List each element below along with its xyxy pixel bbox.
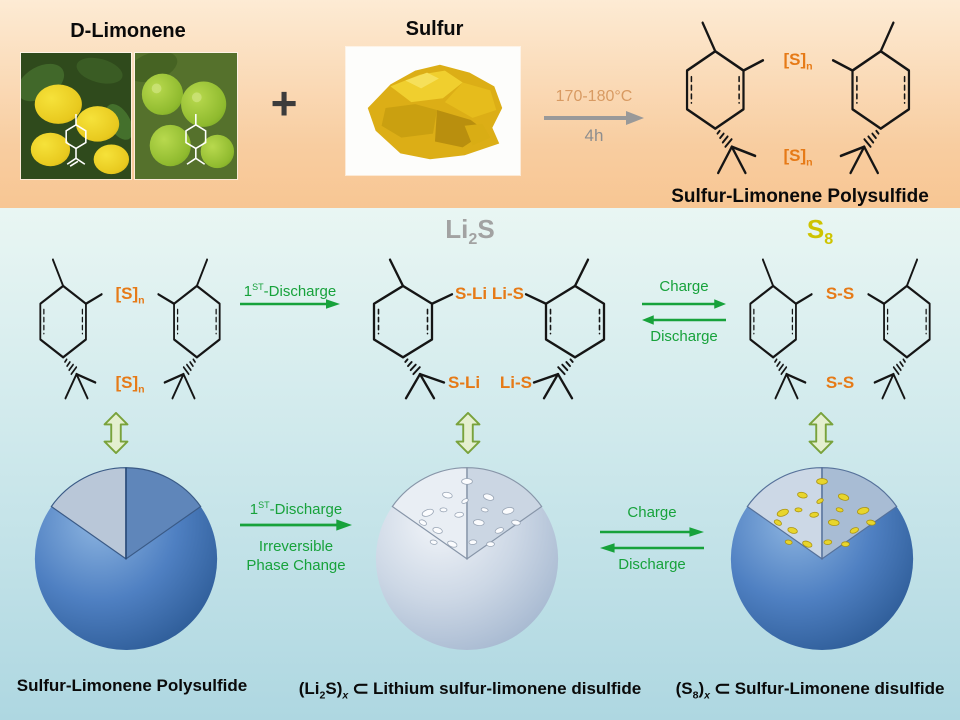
reaction-temperature: 170-180°C [555,88,633,105]
sulfur-photo [345,46,521,176]
sn-label-top: [S]n [783,50,813,73]
discharge-arrow-icon [600,542,704,554]
first-discharge-label-structures: 1ST-Discharge [243,282,337,300]
caption-lithiated: (Li2S)x⊂Lithium sulfur-limonene disulfid… [298,678,642,702]
d-limonene-title: D-Limonene [70,20,186,42]
plus-sign: + [270,77,298,129]
subset-icon: ⊂ [352,678,370,700]
charge-label-structures: Charge [659,278,709,295]
sulfur-title: Sulfur [405,18,464,40]
s-li-label-top: S-Li [455,284,488,303]
s-s-label-bottom: S-S [825,373,855,392]
subset-icon: ⊂ [713,678,731,700]
charge-arrow-icon [600,526,704,538]
charge-arrow-icon [642,298,726,310]
li2s-label: Li2S [445,214,495,249]
monomer-li-s: Li-S Li-S [490,246,640,414]
sn-label-bottom: [S]n [783,146,813,169]
reaction-arrow-icon [544,108,644,128]
polysulfide-structure-product: [S]n [S]n [652,8,944,190]
disulfide-structure: S-S S-S [722,246,958,414]
discharge-arrow-icon [240,518,352,532]
reaction-duration: 4h [584,126,604,145]
s-li-label-bottom: S-Li [448,373,481,392]
sn-label-top: [S]n [115,284,145,307]
s8-label: S8 [806,214,834,249]
sphere-polysulfide [28,452,224,652]
li-s-label-bottom: Li-S [499,373,532,392]
monomer-s-li: S-Li S-Li [338,246,488,414]
updown-arrow-icon [103,412,129,454]
irreversible-label-line1: Irreversible [258,538,334,555]
lemon-photo [20,52,132,180]
first-discharge-label-spheres: 1ST-Discharge [249,500,343,518]
irreversible-label-line2: Phase Change [246,557,346,574]
polysulfide-structure-left: [S]n [S]n [12,246,248,414]
discharge-label-structures: Discharge [650,328,718,345]
discharge-arrow-icon [642,314,726,326]
limonene-structure-overlay-icon [185,114,207,165]
sphere-lithiated [369,452,565,652]
caption-polysulfide: Sulfur-Limonene Polysulfide [16,676,248,695]
sn-label-bottom: [S]n [115,373,145,396]
caption-sulfur: (S8)x⊂Sulfur-Limonene disulfide [675,678,945,702]
product-label: Sulfur-Limonene Polysulfide [671,186,929,207]
discharge-label-spheres: Discharge [618,556,686,573]
li-s-label-top: Li-S [491,284,524,303]
charge-label-spheres: Charge [627,504,677,521]
sphere-sulfur [724,452,920,652]
limonene-structure-overlay-icon [65,114,87,167]
updown-arrow-icon [808,412,834,454]
updown-arrow-icon [455,412,481,454]
discharge-arrow-icon [240,298,340,310]
s-s-label-top: S-S [825,284,855,303]
lime-photo [134,52,238,180]
